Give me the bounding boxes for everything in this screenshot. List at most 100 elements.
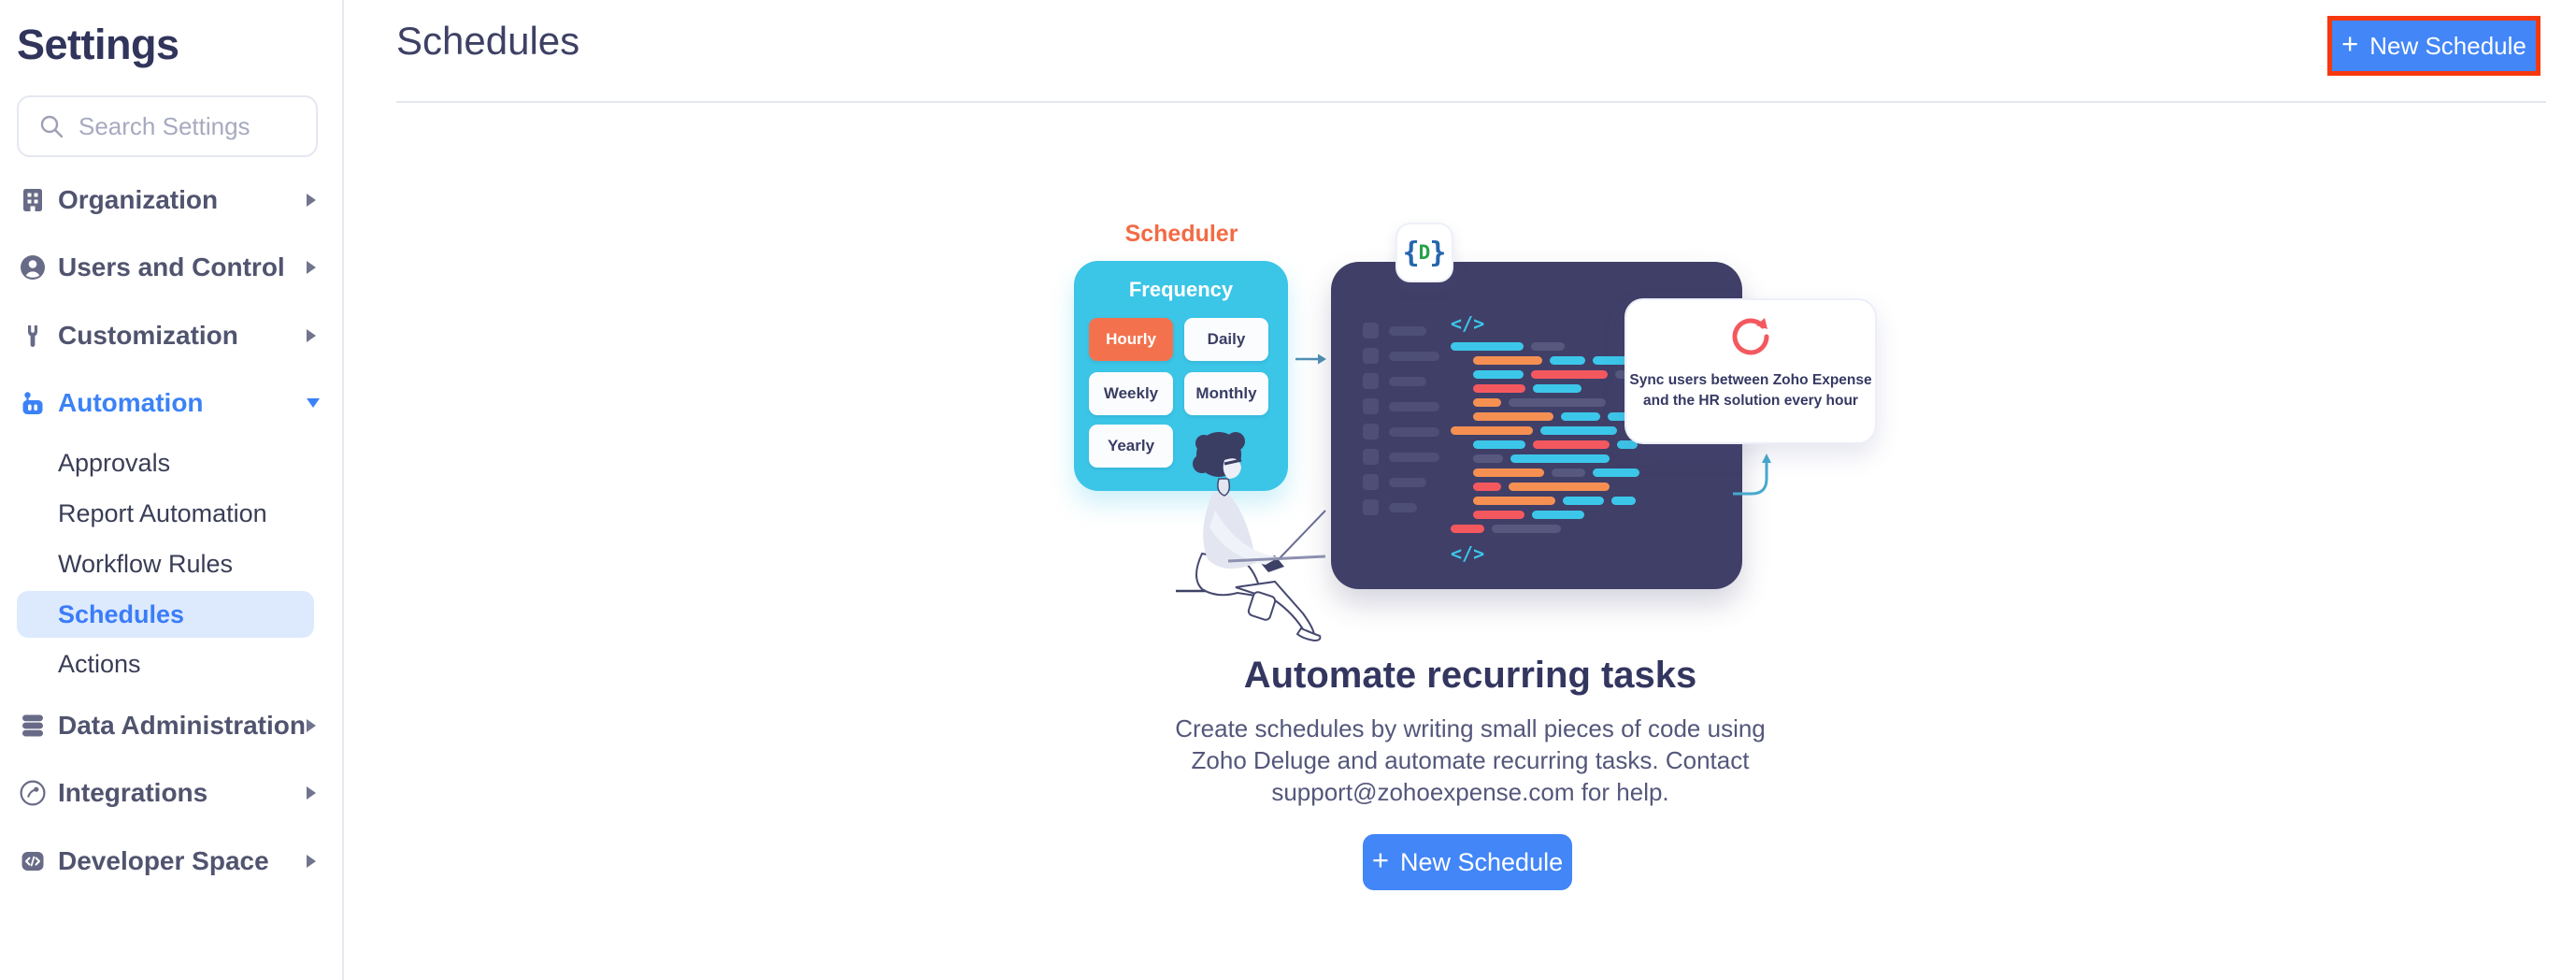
code-segment [1540, 426, 1617, 435]
sidebar-item-users-and-control[interactable]: Users and Control [0, 238, 344, 297]
sidebar-item-actions[interactable]: Actions [0, 641, 344, 687]
settings-sidebar: Settings Organization [0, 0, 344, 980]
sidebar-item-label: Approvals [58, 448, 171, 477]
header-divider [396, 101, 2546, 103]
sidebar-item-developer-space[interactable]: Developer Space [0, 831, 344, 891]
sidebar-item-report-automation[interactable]: Report Automation [0, 490, 344, 537]
code-segment [1532, 511, 1584, 519]
new-schedule-cta-button[interactable]: + New Schedule [1363, 834, 1572, 890]
plus-icon: + [1371, 843, 1389, 876]
sidebar-item-customization[interactable]: Customization [0, 306, 344, 366]
sidebar-item-label: Customization [58, 321, 238, 350]
chevron-right-icon[interactable] [307, 786, 316, 800]
deluge-logo-badge: { D } [1395, 223, 1453, 282]
scheduler-illustration-title: Scheduler [1124, 221, 1238, 247]
gutter-row [1363, 394, 1439, 419]
search-settings-box[interactable] [17, 95, 318, 157]
robot-icon [22, 392, 43, 414]
gutter-row [1363, 318, 1439, 343]
code-segment [1451, 525, 1484, 533]
sidebar-item-integrations[interactable]: Integrations [0, 763, 344, 823]
gutter-row [1363, 419, 1439, 444]
code-segment [1608, 412, 1628, 421]
gutter-bar [1389, 477, 1426, 487]
sidebar-item-label: Organization [58, 185, 219, 214]
database-icon [22, 714, 43, 737]
integrations-icon [20, 780, 46, 806]
deluge-brace-open: { [1402, 236, 1420, 269]
code-segment [1593, 356, 1630, 365]
code-segment [1473, 511, 1524, 519]
frequency-option-monthly: Monthly [1184, 372, 1268, 415]
gutter-square [1363, 323, 1379, 339]
code-segment [1611, 497, 1636, 505]
curved-arrow-icon [1733, 454, 1771, 496]
search-settings-input[interactable] [79, 111, 293, 141]
frequency-option-daily: Daily [1184, 318, 1268, 361]
chevron-right-icon[interactable] [307, 194, 316, 207]
code-segment [1533, 440, 1610, 449]
code-segment [1473, 440, 1525, 449]
chevron-right-icon[interactable] [307, 261, 316, 274]
chevron-right-icon[interactable] [307, 329, 316, 342]
code-segment [1593, 468, 1639, 477]
gutter-square [1363, 424, 1379, 440]
gutter-bar [1389, 401, 1439, 411]
code-segment [1561, 412, 1600, 421]
gutter-bar [1389, 426, 1439, 437]
code-line [1473, 412, 1647, 421]
sidebar-item-label: Users and Control [58, 252, 285, 281]
sidebar-item-automation[interactable]: Automation [0, 373, 344, 433]
code-segment [1531, 370, 1608, 379]
frequency-panel-illustration: Frequency Hourly Daily Weekly Monthly Ye… [1074, 261, 1288, 491]
deluge-letter: D [1418, 241, 1431, 264]
code-segment [1451, 426, 1533, 435]
chevron-right-icon[interactable] [307, 719, 316, 732]
code-segment [1473, 356, 1542, 365]
sidebar-item-label: Workflow Rules [58, 549, 234, 578]
gutter-square [1363, 373, 1379, 389]
gutter-bar [1389, 351, 1439, 361]
empty-state-heading: Automate recurring tasks [1243, 655, 1697, 696]
gutter-square [1363, 449, 1379, 465]
new-schedule-cta-label: New Schedule [1400, 847, 1564, 876]
deluge-brace-close: } [1429, 236, 1447, 269]
sidebar-item-label: Data Administration [58, 711, 306, 740]
sidebar-item-schedules[interactable]: Schedules [17, 591, 314, 638]
sidebar-item-label: Automation [58, 388, 204, 417]
page-title: Schedules [396, 19, 580, 63]
code-tag-open: </> [1451, 312, 1485, 335]
code-line [1451, 525, 1647, 533]
code-segment [1473, 454, 1503, 463]
sidebar-item-data-administration[interactable]: Data Administration [0, 696, 344, 756]
code-tag-close: </> [1451, 542, 1485, 565]
callout-line-1: Sync users between Zoho Expense [1629, 372, 1872, 388]
arrow-right-icon [1295, 353, 1326, 365]
sidebar-item-label: Actions [58, 649, 141, 678]
code-line [1451, 342, 1647, 351]
gutter-row [1363, 469, 1439, 495]
sidebar-item-workflow-rules[interactable]: Workflow Rules [0, 540, 344, 587]
code-segment [1473, 370, 1524, 379]
code-line [1473, 440, 1647, 449]
code-segment [1473, 468, 1544, 477]
code-icon [21, 852, 44, 871]
code-line [1473, 398, 1647, 407]
gutter-row [1363, 444, 1439, 469]
code-gutter [1363, 318, 1439, 520]
code-segment [1550, 356, 1585, 365]
gutter-square [1363, 474, 1379, 490]
new-schedule-button[interactable]: + New Schedule [2332, 21, 2536, 71]
chevron-right-icon[interactable] [307, 855, 316, 868]
description-line-3: support@zohoexpense.com for help. [1271, 778, 1669, 806]
chevron-down-icon[interactable] [307, 398, 320, 408]
gutter-bar [1389, 376, 1426, 386]
code-segment [1473, 497, 1555, 505]
gutter-row [1363, 368, 1439, 394]
sidebar-title: Settings [17, 21, 179, 68]
sidebar-item-organization[interactable]: Organization [0, 170, 344, 230]
code-segment [1451, 342, 1524, 351]
gutter-bar [1389, 502, 1417, 512]
gutter-row [1363, 343, 1439, 368]
sidebar-item-approvals[interactable]: Approvals [0, 440, 344, 486]
